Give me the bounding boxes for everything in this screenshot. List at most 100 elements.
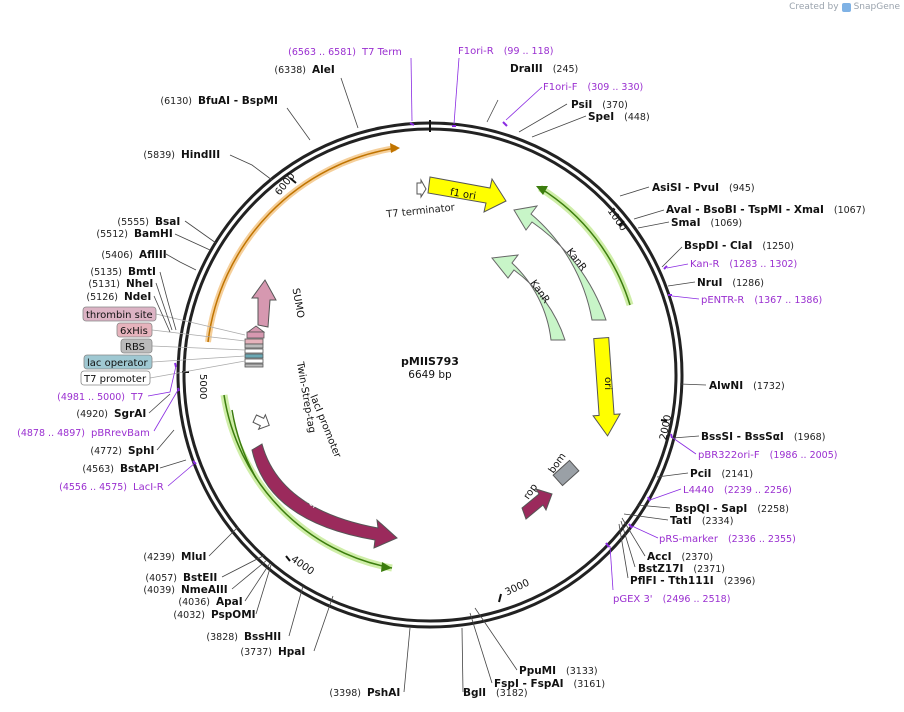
enzyme-name-acci: AccI bbox=[647, 551, 671, 563]
enzyme-pos-smai: (1069) bbox=[711, 218, 743, 229]
primer-name-pentrr: pENTR-R bbox=[701, 295, 744, 306]
enzyme-name-asisi: AsiSI - PvuI bbox=[652, 182, 719, 194]
enzyme-name-bsteii: BstEII bbox=[183, 572, 217, 584]
enzyme-name-nhei: NheI bbox=[126, 278, 153, 290]
enzyme-pos-apai: (4036) bbox=[178, 597, 210, 608]
primer-name-l4440: L4440 bbox=[683, 485, 714, 496]
enzyme-pos-bsteii: (4057) bbox=[145, 573, 177, 584]
enzyme-pos-bspdi: (1250) bbox=[762, 241, 794, 252]
t7-promoter-box bbox=[80, 370, 151, 386]
rbs-box bbox=[120, 338, 153, 354]
laci-green-small-arc bbox=[231, 409, 257, 479]
tick-label-5000: 5000 bbox=[197, 374, 208, 399]
thrombin-site-box bbox=[82, 306, 157, 322]
sumo-feature[interactable]: SUMO bbox=[251, 279, 306, 328]
enzyme-name-bspdi: BspDI - ClaI bbox=[684, 240, 752, 252]
tick-label-4000: 4000 bbox=[289, 554, 316, 578]
enzyme-name-bstz17i: BstZ17I bbox=[638, 563, 683, 575]
enzyme-pos-ppumi: (3133) bbox=[566, 666, 598, 677]
sumo-label: SUMO bbox=[290, 287, 306, 319]
f1-ori-feature[interactable]: f1 ori bbox=[427, 176, 507, 213]
enzyme-name-ndei: NdeI bbox=[124, 291, 151, 303]
enzyme-name-avai: AvaI - BsoBI - TspMI - XmaI bbox=[666, 204, 824, 216]
enzyme-pos-tati: (2334) bbox=[702, 516, 734, 527]
enzyme-name-alwni: AlwNI bbox=[709, 380, 743, 392]
enzyme-name-hpai: HpaI bbox=[278, 646, 305, 658]
plasmid-name: pMIIS793 bbox=[401, 355, 459, 368]
rbs-label: RBS bbox=[125, 342, 145, 353]
primer-pos-kanr: (1283 .. 1302) bbox=[729, 259, 797, 270]
enzyme-pos-nrui: (1286) bbox=[732, 278, 764, 289]
primer-pos-t7: (4981 .. 5000) bbox=[57, 392, 125, 403]
enzyme-leaders bbox=[148, 77, 707, 693]
bom-feature[interactable]: bom bbox=[547, 451, 580, 487]
laci-promoter-feature[interactable]: lacI promoter bbox=[251, 393, 343, 460]
enzyme-name-tati: TatI bbox=[670, 515, 692, 527]
enzyme-pos-bamhi: (5512) bbox=[96, 229, 128, 240]
primer-name-t7: T7 bbox=[130, 392, 143, 403]
rop-feature[interactable]: rop bbox=[521, 482, 553, 520]
kanr-feature-1[interactable]: KanR bbox=[513, 205, 607, 321]
enzyme-pos-fspi: (3161) bbox=[574, 679, 606, 690]
enzyme-pos-bspqi: (2258) bbox=[757, 504, 789, 515]
enzyme-name-smai: SmaI bbox=[671, 217, 701, 229]
enzyme-pos-bsshii: (3828) bbox=[206, 632, 238, 643]
enzyme-name-nmeaiii: NmeAIII bbox=[181, 584, 228, 596]
f1-ori-label: f1 ori bbox=[449, 187, 477, 202]
enzyme-pos-pflfi: (2396) bbox=[724, 576, 756, 587]
enzyme-pos-sgrai: (4920) bbox=[76, 409, 108, 420]
enzyme-name-bfuai: BfuAI - BspMI bbox=[198, 95, 278, 107]
primer-name-pbrrevbam: pBRrevBam bbox=[91, 428, 150, 439]
created-by-text: Created by bbox=[789, 2, 839, 12]
enzyme-pos-bsai: (5555) bbox=[117, 217, 149, 228]
enzyme-pos-ndei: (5126) bbox=[86, 292, 118, 303]
enzyme-name-mlui: MluI bbox=[181, 551, 206, 563]
primer-name-pbr322orif: pBR322ori-F bbox=[698, 450, 760, 461]
kanr-green-arrowhead bbox=[536, 186, 548, 195]
enzyme-name-pflfi: PflFI - Tth111I bbox=[630, 575, 714, 587]
primer-pos-prsmarker: (2336 .. 2355) bbox=[728, 534, 796, 545]
primer-pos-lacir: (4556 .. 4575) bbox=[59, 482, 127, 493]
primer-name-pgex3: pGEX 3' bbox=[613, 594, 653, 605]
enzyme-pos-sphi: (4772) bbox=[90, 446, 122, 457]
enzyme-pos-hindiii: (5839) bbox=[143, 150, 175, 161]
insert-arc-core bbox=[207, 147, 397, 343]
primer-name-f1orif: F1ori-F bbox=[543, 82, 578, 93]
ori-feature[interactable]: ori bbox=[588, 337, 622, 437]
thrombin-site-label: thrombin site bbox=[86, 310, 153, 321]
enzyme-pos-psii: (370) bbox=[602, 100, 628, 111]
enzyme-name-pcii: PciI bbox=[690, 468, 711, 480]
enzyme-name-bspqi: BspQI - SapI bbox=[675, 503, 747, 515]
enzyme-pos-pcii: (2141) bbox=[721, 469, 753, 480]
enzyme-name-bsshii: BssHII bbox=[244, 631, 281, 643]
enzyme-name-bsssi: BssSI - BssSαI bbox=[701, 431, 784, 443]
enzyme-name-bstapi: BstAPI bbox=[120, 463, 159, 475]
snapgene-brand: Created by SnapGene bbox=[789, 2, 900, 12]
small-features-stack bbox=[244, 325, 266, 368]
primer-pos-f1orif: (309 .. 330) bbox=[587, 82, 643, 93]
enzyme-pos-bstz17i: (2371) bbox=[693, 564, 725, 575]
enzyme-name-aflIII: AflIII bbox=[139, 249, 167, 261]
enzyme-pos-mlui: (4239) bbox=[143, 552, 175, 563]
tick-label-3000: 3000 bbox=[504, 578, 532, 599]
snapgene-logo-icon bbox=[841, 2, 851, 12]
enzyme-pos-acci: (2370) bbox=[681, 552, 713, 563]
kanr-feature-2[interactable]: KanR bbox=[491, 254, 566, 341]
primer-pos-pentrr: (1367 .. 1386) bbox=[754, 295, 822, 306]
primer-pos-t7term: (6563 .. 6581) bbox=[288, 47, 356, 58]
snapgene-text: SnapGene bbox=[853, 2, 900, 12]
his-tag-label: 6xHis bbox=[120, 326, 148, 337]
kanr-green-arc-core bbox=[539, 187, 631, 306]
lac-operator-label: lac operator bbox=[87, 358, 148, 369]
lac-operator-box bbox=[83, 354, 153, 370]
enzyme-labels: (6338) AleI (6130) BfuAI - BspMI (5839) … bbox=[76, 63, 865, 699]
enzyme-name-sphi: SphI bbox=[128, 445, 154, 457]
laci-green-arrowhead bbox=[381, 562, 392, 572]
enzyme-pos-bfuai: (6130) bbox=[160, 96, 192, 107]
enzyme-name-bgli: BglI bbox=[463, 687, 486, 699]
enzyme-pos-hpai: (3737) bbox=[240, 647, 272, 658]
enzyme-name-sgrai: SgrAI bbox=[114, 408, 146, 420]
kanr-2-label: KanR bbox=[528, 278, 552, 305]
enzyme-pos-avai: (1067) bbox=[834, 205, 866, 216]
